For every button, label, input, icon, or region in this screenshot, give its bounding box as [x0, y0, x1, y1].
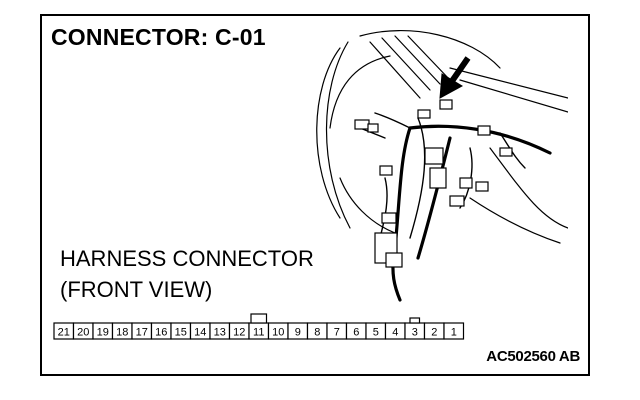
pin-number: 1: [451, 327, 457, 339]
pin-number: 20: [77, 327, 89, 339]
pin-number: 5: [373, 327, 379, 339]
figure-code: AC502560 AB: [486, 348, 580, 365]
pin-number: 16: [155, 327, 167, 339]
diagram-frame: [40, 14, 590, 376]
pin-number: 21: [58, 327, 70, 339]
pin-number: 15: [175, 327, 187, 339]
pin-number: 11: [253, 327, 264, 339]
pin-number: 12: [233, 327, 245, 339]
pin-number: 17: [136, 327, 148, 339]
pin-cell-1: [443, 322, 465, 340]
pin-number: 4: [392, 327, 398, 339]
pin-number: 8: [314, 327, 320, 339]
front-view-label: (FRONT VIEW): [60, 277, 213, 302]
pin-number: 7: [334, 327, 340, 339]
pin-number: 2: [431, 327, 437, 339]
pin-number: 9: [295, 327, 301, 339]
harness-location-illustration: [316, 30, 568, 302]
locking-tab: [250, 313, 268, 324]
pin-number: 18: [116, 327, 128, 339]
pin-number: 3: [412, 327, 418, 339]
pin-number: 14: [194, 327, 206, 339]
pin-number: 6: [353, 327, 359, 339]
pin-number: 10: [272, 327, 284, 339]
pin-number: 19: [97, 327, 109, 339]
pin-number: 13: [214, 327, 226, 339]
connector-title: CONNECTOR: C-01: [51, 24, 266, 50]
harness-connector-label: HARNESS CONNECTOR: [60, 246, 314, 271]
marker-tab: [409, 317, 421, 324]
